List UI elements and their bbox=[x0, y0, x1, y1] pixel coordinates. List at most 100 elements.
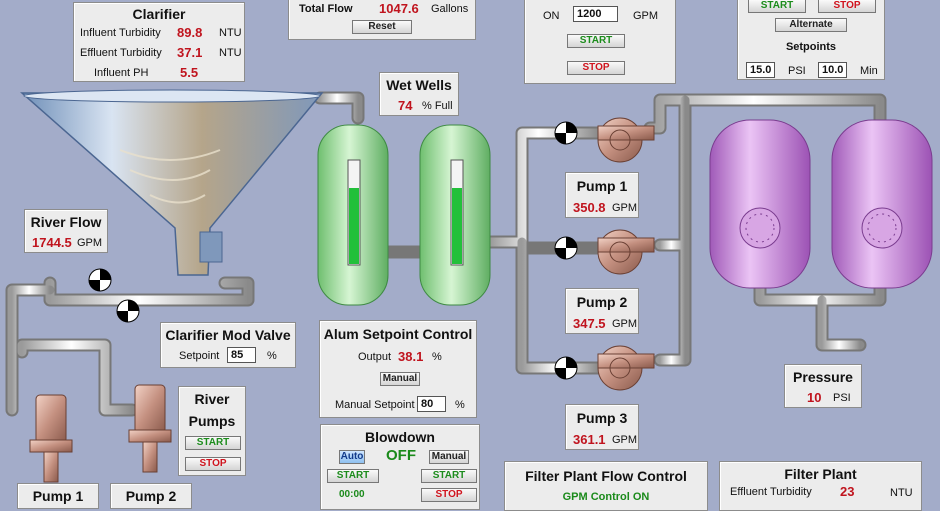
setpoints-title: Setpoints bbox=[785, 41, 837, 53]
pump-1-flow: 350.8 bbox=[573, 200, 606, 215]
clarifier-title: Clarifier bbox=[132, 6, 186, 22]
min-setpoint-input[interactable]: 10.0 bbox=[818, 62, 847, 78]
reset-button[interactable]: Reset bbox=[352, 20, 412, 34]
valve-icon bbox=[554, 356, 578, 380]
pump-2-panel: Pump 2 347.5 GPM bbox=[565, 288, 639, 334]
min-unit: Min bbox=[860, 65, 878, 77]
auto-button[interactable]: Auto bbox=[339, 450, 365, 464]
influent-ph-value: 5.5 bbox=[180, 65, 199, 80]
clarifier-valve-title: Clarifier Mod Valve bbox=[165, 327, 291, 343]
wet-wells-title: Wet Wells bbox=[386, 77, 452, 93]
output-label: Output bbox=[358, 351, 392, 363]
manual-button[interactable]: Manual bbox=[380, 372, 420, 386]
blowdown-timer: 00:00 bbox=[339, 489, 365, 500]
gpm-control-panel: ON 1200 GPM START STOP bbox=[524, 0, 676, 84]
effluent-turbidity-label: Effluent Turbidity bbox=[80, 47, 162, 59]
valve-icon bbox=[554, 236, 578, 260]
start-button[interactable]: START bbox=[421, 469, 477, 483]
influent-turbidity-label: Influent Turbidity bbox=[80, 27, 161, 39]
gpm-unit: GPM bbox=[633, 10, 659, 22]
pressure-value: 10 bbox=[807, 390, 822, 405]
effluent-turbidity-value: 37.1 bbox=[177, 45, 203, 60]
manual-setpoint-input[interactable]: 80 bbox=[417, 396, 446, 412]
manual-setpoint-label: Manual Setpoint bbox=[335, 399, 415, 411]
river-pump-1-label-panel: Pump 1 bbox=[17, 483, 99, 509]
alum-panel: Alum Setpoint Control Output 38.1 % Manu… bbox=[319, 320, 477, 418]
pump-2-unit: GPM bbox=[612, 318, 638, 330]
blowdown-state: OFF bbox=[386, 447, 416, 464]
clarifier-panel: Clarifier Influent Turbidity 89.8 NTU Ef… bbox=[73, 2, 245, 82]
total-flow-panel: Total Flow 1047.6 Gallons Reset bbox=[288, 0, 476, 40]
valve-icon bbox=[116, 299, 140, 323]
river-pump-2-unit bbox=[128, 384, 172, 473]
pressure-unit: PSI bbox=[833, 392, 851, 404]
start-button[interactable]: START bbox=[327, 469, 379, 483]
start-button[interactable]: START bbox=[748, 0, 806, 13]
output-value: 38.1 bbox=[398, 349, 424, 364]
river-flow-unit: GPM bbox=[77, 237, 103, 249]
clarifier-tank bbox=[20, 89, 324, 276]
pump-2-title: Pump 2 bbox=[576, 294, 628, 310]
alum-title: Alum Setpoint Control bbox=[323, 326, 473, 342]
on-label: ON bbox=[543, 10, 560, 22]
filter-tank-1 bbox=[709, 119, 811, 289]
start-button[interactable]: START bbox=[185, 436, 241, 450]
pressure-panel: Pressure 10 PSI bbox=[784, 364, 862, 408]
unit-label: NTU bbox=[219, 27, 242, 39]
pump-1-title: Pump 1 bbox=[576, 178, 628, 194]
manual-button[interactable]: Manual bbox=[429, 450, 469, 464]
river-pumps-title: River bbox=[194, 391, 230, 407]
river-pump-1-title: Pump 1 bbox=[32, 488, 84, 504]
pump-2-unit bbox=[597, 229, 655, 275]
pump-2-flow: 347.5 bbox=[573, 316, 606, 331]
wet-well-tank-1 bbox=[317, 124, 389, 306]
filter-flow-panel: Filter Plant Flow Control GPM Control ON bbox=[504, 461, 708, 511]
total-flow-unit: Gallons bbox=[431, 3, 469, 15]
pump-3-flow: 361.1 bbox=[573, 432, 606, 447]
filter-plant-panel: Filter Plant Effluent Turbidity 23 NTU bbox=[719, 461, 922, 511]
stop-button[interactable]: STOP bbox=[185, 457, 241, 471]
influent-turbidity-value: 89.8 bbox=[177, 25, 203, 40]
pump-3-title: Pump 3 bbox=[576, 410, 628, 426]
river-flow-title: River Flow bbox=[30, 214, 102, 230]
filter-tank-2 bbox=[831, 119, 933, 289]
blowdown-panel: Blowdown Auto OFF Manual START START 00:… bbox=[320, 424, 480, 510]
filter-plant-title: Filter Plant bbox=[784, 466, 857, 482]
wet-well-tank-2 bbox=[419, 124, 491, 306]
valve-setpoint-input[interactable]: 85 bbox=[227, 347, 256, 363]
wet-wells-value: 74 bbox=[398, 98, 413, 113]
river-pump-2-label-panel: Pump 2 bbox=[110, 483, 192, 509]
pump-1-unit: GPM bbox=[612, 202, 638, 214]
river-flow-value: 1744.5 bbox=[32, 235, 72, 250]
pump-1-panel: Pump 1 350.8 GPM bbox=[565, 172, 639, 218]
alternate-button[interactable]: Alternate bbox=[775, 18, 847, 32]
psi-setpoint-input[interactable]: 15.0 bbox=[746, 62, 775, 78]
pump-3-panel: Pump 3 361.1 GPM bbox=[565, 404, 639, 450]
valve-icon bbox=[554, 121, 578, 145]
filter-effluent-value: 23 bbox=[840, 484, 855, 499]
psi-unit: PSI bbox=[788, 65, 806, 77]
river-flow-panel: River Flow 1744.5 GPM bbox=[24, 209, 108, 253]
unit-label: NTU bbox=[219, 47, 242, 59]
setpoint-label: Setpoint bbox=[179, 350, 220, 362]
filter-flow-title: Filter Plant Flow Control bbox=[525, 468, 687, 484]
clarifier-valve-panel: Clarifier Mod Valve Setpoint 85 % bbox=[160, 322, 296, 368]
stop-button[interactable]: STOP bbox=[567, 61, 625, 75]
gpm-setpoint-input[interactable]: 1200 bbox=[573, 6, 618, 22]
start-button[interactable]: START bbox=[567, 34, 625, 48]
filter-effluent-unit: NTU bbox=[890, 487, 913, 499]
river-pump-2-title: Pump 2 bbox=[125, 488, 177, 504]
setpoints-panel: START STOP Alternate Setpoints 15.0 PSI … bbox=[737, 0, 885, 80]
river-pump-1-unit bbox=[29, 394, 73, 483]
valve-icon bbox=[88, 268, 112, 292]
filter-effluent-label: Effluent Turbidity bbox=[730, 486, 812, 498]
stop-button[interactable]: STOP bbox=[818, 0, 876, 13]
pump-1-unit bbox=[597, 117, 655, 163]
percent-unit: % bbox=[267, 350, 277, 362]
river-pumps-title-line2: Pumps bbox=[188, 413, 236, 429]
stop-button[interactable]: STOP bbox=[421, 488, 477, 502]
river-pumps-panel: River Pumps START STOP bbox=[178, 386, 246, 476]
manual-setpoint-unit: % bbox=[455, 399, 465, 411]
filter-flow-status: GPM Control ON bbox=[562, 491, 650, 503]
